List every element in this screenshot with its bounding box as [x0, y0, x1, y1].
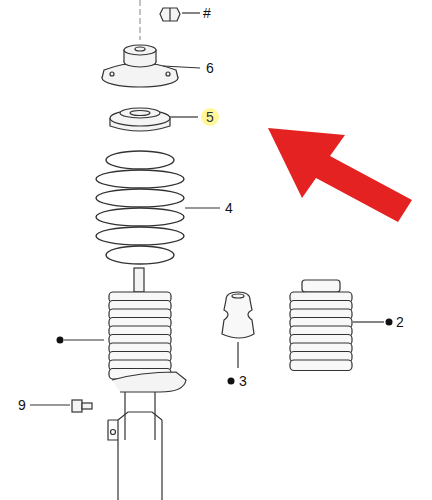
symbol-label: #: [203, 6, 211, 20]
boot-fold: [290, 360, 352, 371]
strut-bearing: [110, 108, 170, 131]
callout-number: 9: [18, 398, 26, 412]
strut-assembly: [108, 268, 186, 500]
axis-line: [139, 0, 140, 40]
callout-number: 6: [206, 61, 214, 75]
nut: [160, 8, 180, 21]
leader-line: [185, 207, 220, 208]
bump-stop: [222, 292, 254, 368]
leader-line: [170, 116, 198, 117]
leader-line: [353, 321, 384, 322]
bullet-dot: [228, 378, 235, 385]
spring-coil: [96, 227, 184, 245]
leader-line: [64, 339, 104, 340]
bullet-dot: [386, 319, 393, 326]
red-arrow: [268, 128, 412, 222]
bolt: [72, 400, 92, 412]
spring-coil: [96, 189, 184, 207]
callout-number: 4: [225, 201, 233, 215]
dust-boot: [290, 280, 352, 371]
spring-coil: [106, 246, 174, 264]
bullet-dot: [57, 337, 64, 344]
coil-spring: [96, 151, 184, 264]
highlight-circle: [201, 108, 219, 126]
callout-number: 5: [206, 110, 214, 124]
leader-line: [30, 404, 70, 405]
leader-line: [163, 66, 200, 68]
callout-number: 2: [396, 315, 404, 329]
spring-coil: [96, 208, 184, 226]
spring-coil: [96, 170, 184, 188]
boot-fold: [302, 280, 340, 292]
spring-coil: [106, 151, 174, 169]
leader-line: [182, 12, 200, 13]
callout-number: 3: [239, 374, 247, 388]
